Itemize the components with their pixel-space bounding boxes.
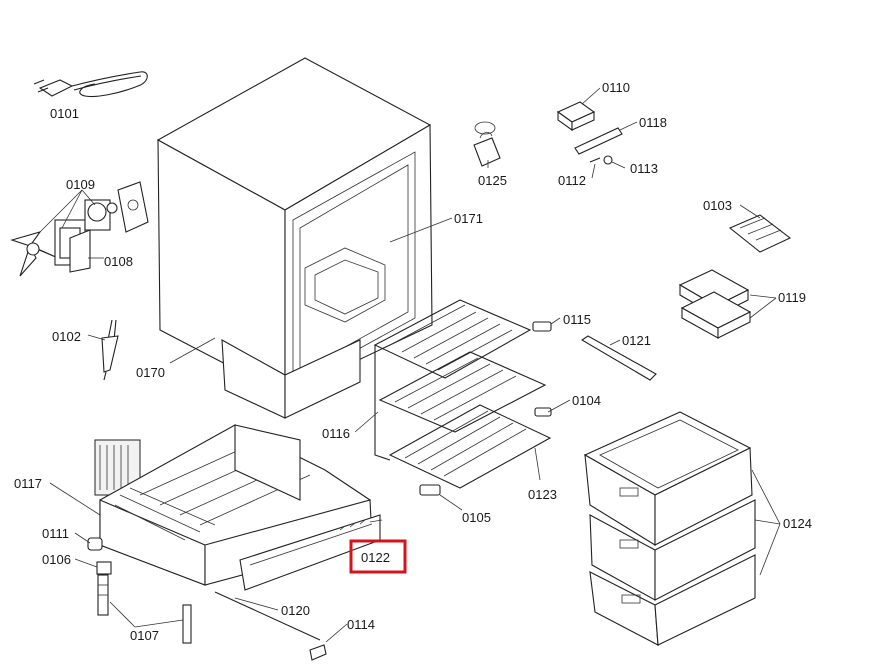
part-label-0114: 0114	[347, 617, 375, 632]
part-label-0120: 0120	[281, 603, 310, 618]
part-label-0170: 0170	[136, 365, 165, 380]
part-label-0124: 0124	[783, 516, 812, 531]
part-label-0102: 0102	[52, 329, 81, 344]
part-label-0105: 0105	[462, 510, 491, 525]
fan-motor-drawing	[10, 181, 149, 277]
part-label-0103: 0103	[703, 198, 732, 213]
part-label-0104: 0104	[572, 393, 601, 408]
lamp-switch-drawing	[556, 101, 623, 165]
part-label-0110: 0110	[602, 80, 630, 95]
power-cord-drawing	[33, 71, 148, 98]
part-label-0106: 0106	[42, 552, 71, 567]
part-label-0118: 0118	[639, 115, 667, 130]
part-label-0119: 0119	[778, 290, 806, 305]
part-label-0116: 0116	[322, 426, 350, 441]
sensor-drawing	[101, 319, 119, 381]
part-label-0108: 0108	[104, 254, 133, 269]
small-parts-drawing	[87, 537, 327, 661]
part-label-0101: 0101	[50, 106, 79, 121]
ice-trays-drawing	[678, 214, 792, 339]
part-label-0117: 0117	[14, 476, 42, 491]
drawers-drawing	[583, 411, 756, 646]
wire-shelves-drawing	[373, 299, 552, 496]
part-labels: 0101 0109 0108 0102 0170 0117 0111 0106 …	[14, 80, 812, 643]
base-tray-drawing	[94, 424, 381, 591]
part-label-0113: 0113	[630, 161, 658, 176]
highlight-box-0122	[349, 539, 407, 574]
leader-lines	[39, 87, 781, 643]
part-label-0123: 0123	[528, 487, 557, 502]
bar-drawing	[580, 335, 657, 381]
part-label-0111: 0111	[42, 526, 69, 541]
part-label-0125: 0125	[478, 173, 507, 188]
part-label-0109: 0109	[66, 177, 95, 192]
part-label-0112: 0112	[558, 173, 586, 188]
part-label-0122: 0122	[361, 550, 390, 565]
part-label-0171: 0171	[454, 211, 483, 226]
part-label-0107: 0107	[130, 628, 159, 643]
part-label-0115: 0115	[563, 312, 591, 327]
thermostat-drawing	[473, 121, 501, 167]
part-label-0121: 0121	[622, 333, 651, 348]
cabinet-drawing	[156, 57, 433, 419]
